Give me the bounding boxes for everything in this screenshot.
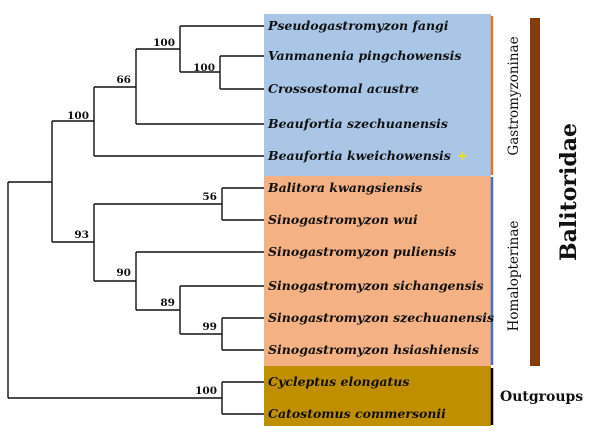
- taxon-label: Sinogastromyzon hsiashiensis: [268, 342, 479, 357]
- outgroup-block: [264, 366, 491, 426]
- branch-puliensis-clade: [135, 251, 264, 311]
- taxon-label: Sinogastromyzon sichangensis: [268, 278, 483, 293]
- homalopterinae-label: Homalopterinae: [506, 221, 522, 332]
- gastromyzoninae-label: Gastromyzoninae: [506, 36, 522, 155]
- outgroups-label: Outgroups: [500, 389, 583, 405]
- balitoridae-bar: [530, 18, 540, 366]
- branch-homalopterinae: [93, 203, 222, 282]
- branch-balitora-wui: [221, 187, 264, 221]
- taxon-label: Balitora kwangsiensis: [267, 180, 422, 195]
- taxon-label: Vanmanenia pingchowensis: [268, 48, 461, 63]
- gastromyzoninae-block: [264, 14, 491, 176]
- bootstrap-label: 90: [116, 267, 131, 279]
- taxon-label: Crossostomal acustre: [268, 81, 419, 96]
- branch-outgroups: [221, 381, 264, 415]
- taxon-label: Sinogastromyzon wui: [268, 212, 418, 227]
- bootstrap-label: 100: [153, 37, 175, 49]
- taxon-label: Pseudogastromyzon fangi: [267, 18, 449, 33]
- bootstrap-label: 66: [116, 74, 131, 86]
- bootstrap-label: 100: [193, 62, 215, 74]
- homalopterinae-block: [264, 176, 491, 366]
- bootstrap-label: 100: [195, 385, 217, 397]
- taxon-label: Beaufortia szechuanensis: [267, 116, 448, 131]
- bootstrap-label: 56: [202, 191, 217, 203]
- branch-gastromyzoninae: [93, 86, 264, 157]
- tree-branches: [7, 25, 264, 415]
- plus-marker-icon: +: [457, 149, 468, 164]
- branch-root: [7, 181, 222, 399]
- taxon-label: Catostomus commersonii: [268, 406, 446, 421]
- branch-beaufortia-szechuanensis-clade: [135, 48, 264, 125]
- bootstrap-label: 99: [202, 321, 217, 333]
- bootstrap-values: 100 100 66 100 56 93 90 89 99 100: [67, 37, 217, 397]
- branch-vanmanenia-crossostomal: [219, 55, 264, 90]
- branch-szechuanensis-hsiashiensis: [221, 317, 264, 351]
- taxon-labels: Pseudogastromyzon fangi Vanmanenia pingc…: [267, 18, 494, 421]
- taxon-label: Cycleptus elongatus: [268, 374, 409, 389]
- branch-balitoridae: [51, 120, 94, 243]
- taxon-label: Beaufortia kweichowensis: [267, 148, 451, 163]
- bootstrap-label: 93: [74, 229, 89, 241]
- taxon-label: Sinogastromyzon puliensis: [268, 244, 456, 259]
- bootstrap-label: 89: [160, 297, 175, 309]
- taxon-label: Sinogastromyzon szechuanensis: [268, 310, 494, 325]
- balitoridae-label: Balitoridae: [556, 123, 582, 261]
- bootstrap-label: 100: [67, 110, 89, 122]
